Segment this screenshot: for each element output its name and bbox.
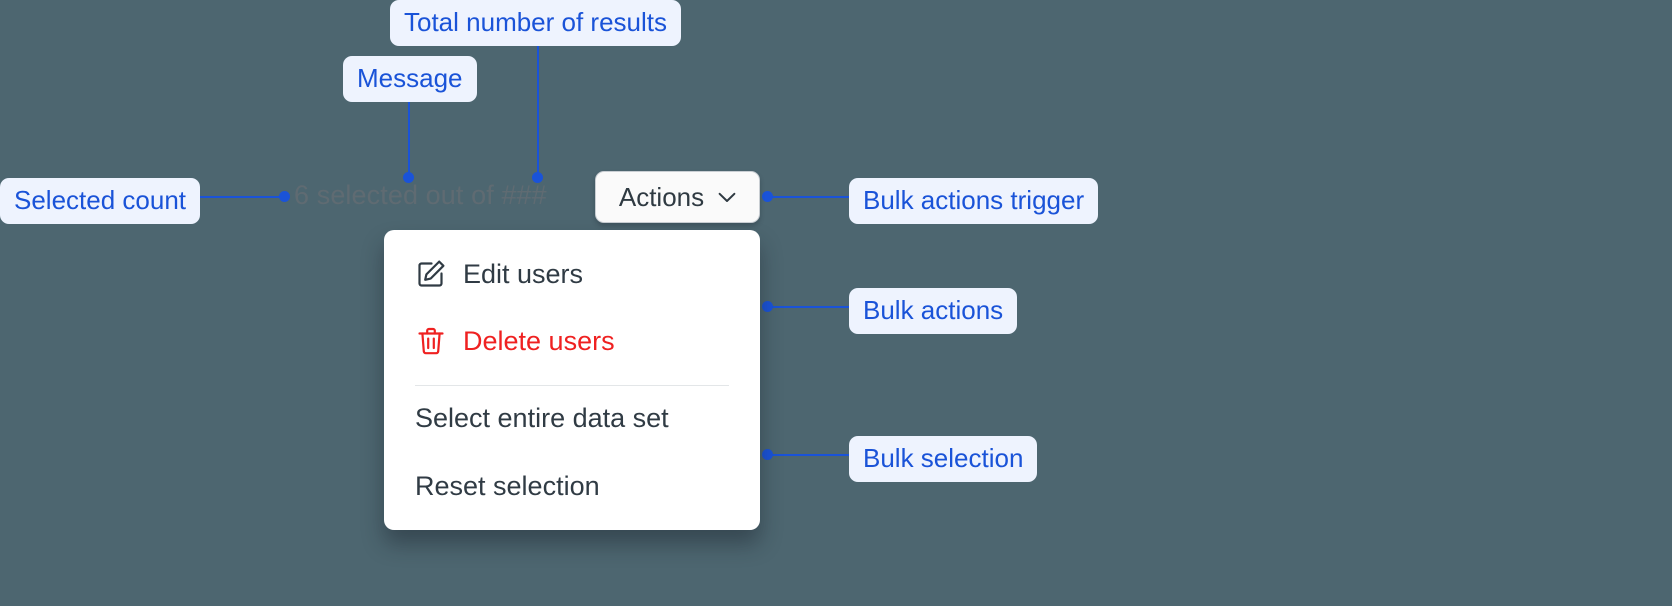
- connector-line-selected-count: [200, 196, 286, 198]
- menu-item-reset-selection[interactable]: Reset selection: [384, 461, 760, 511]
- chevron-down-icon: [718, 192, 736, 203]
- connector-dot-message: [403, 172, 414, 183]
- menu-item-label: Select entire data set: [415, 402, 669, 433]
- menu-item-edit-users[interactable]: Edit users: [384, 249, 760, 299]
- annotation-selected-count: Selected count: [0, 178, 201, 224]
- connector-line-bulk-actions-trigger: [766, 196, 852, 198]
- menu-separator: [415, 385, 729, 386]
- connector-dot-selected-count: [279, 191, 290, 202]
- trash-icon: [415, 325, 447, 357]
- bulk-actions-menu[interactable]: Edit users Delete users Select entire da…: [384, 230, 760, 530]
- annotation-total-number-of-results: Total number of results: [390, 0, 682, 46]
- selected-count-message: 6 selected out of ###: [294, 180, 547, 210]
- connector-line-bulk-selection: [766, 454, 852, 456]
- connector-line-message: [408, 92, 410, 177]
- menu-item-label: Reset selection: [415, 470, 600, 501]
- annotation-bulk-actions: Bulk actions: [849, 288, 1018, 334]
- menu-item-label: Delete users: [463, 325, 615, 356]
- menu-item-label: Edit users: [463, 258, 584, 289]
- connector-line-bulk-actions: [766, 306, 852, 308]
- annotation-bulk-actions-trigger: Bulk actions trigger: [849, 178, 1099, 224]
- connector-dot-bulk-actions-trigger: [762, 191, 773, 202]
- connector-dot-bulk-actions: [762, 301, 773, 312]
- annotation-message: Message: [343, 56, 477, 102]
- bulk-actions-trigger-label: Actions: [618, 182, 705, 212]
- annotation-bulk-selection: Bulk selection: [849, 436, 1038, 482]
- connector-dot-bulk-selection: [762, 449, 773, 460]
- bulk-actions-trigger-button[interactable]: Actions: [595, 171, 760, 223]
- connector-line-total-results: [537, 40, 539, 177]
- edit-pencil-square-icon: [415, 258, 447, 290]
- connector-dot-total-results: [532, 172, 543, 183]
- menu-item-select-entire-data-set[interactable]: Select entire data set: [384, 393, 760, 443]
- menu-item-delete-users[interactable]: Delete users: [384, 316, 760, 366]
